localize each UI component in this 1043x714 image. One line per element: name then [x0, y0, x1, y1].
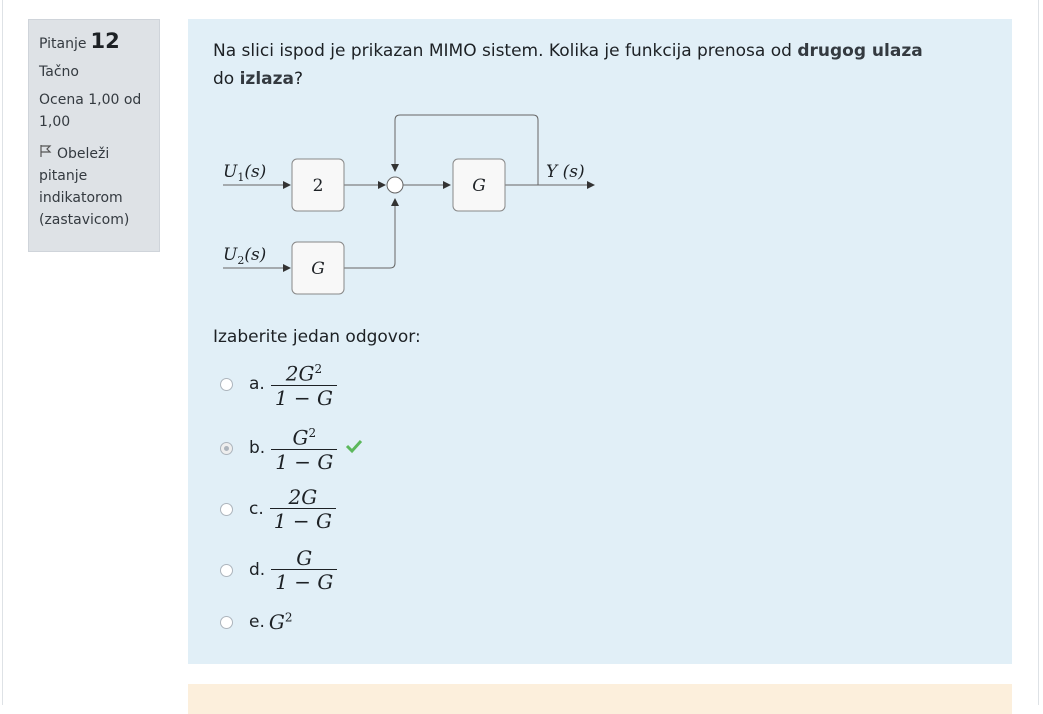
- flag-icon: [39, 143, 53, 165]
- answer-option-b[interactable]: b. G2 1 − G: [220, 422, 363, 474]
- answer-fraction: 2G2 1 − G: [270, 358, 338, 410]
- block-g-lower: [291, 241, 345, 295]
- block-g-lower-label: G: [311, 259, 325, 279]
- block-g-forward: [452, 158, 506, 212]
- answer-fraction: G 1 − G: [271, 547, 338, 594]
- input2-label: U2(s): [223, 245, 266, 267]
- check-icon: [345, 438, 363, 458]
- question-text: Na slici ispod je prikazan MIMO sistem. …: [213, 37, 933, 93]
- answer-prompt: Izaberite jedan odgovor:: [213, 327, 421, 347]
- question-state: Tačno: [39, 64, 79, 80]
- answer-letter: c.: [249, 499, 264, 519]
- radio-c[interactable]: [220, 502, 233, 516]
- flag-label: Obeleži pitanje indikatorom (zastavicom): [39, 146, 130, 228]
- answer-letter: d.: [249, 560, 266, 580]
- answer-option-d[interactable]: d. G 1 − G: [220, 545, 338, 595]
- block-gain-2-label: 2: [313, 176, 324, 196]
- flag-question-link[interactable]: Obeleži pitanje indikatorom (zastavicom): [39, 143, 149, 231]
- answer-fraction: 2G 1 − G: [269, 486, 336, 533]
- next-question-block: [188, 684, 1012, 714]
- question-text-bold1: drugog ulaza: [797, 41, 923, 61]
- answer-fraction: G2 1 − G: [271, 422, 338, 474]
- answer-letter: e.: [249, 612, 265, 632]
- question-content: Na slici ispod je prikazan MIMO sistem. …: [188, 19, 1012, 664]
- question-number: 12: [90, 29, 120, 53]
- radio-b[interactable]: [220, 441, 233, 455]
- answer-option-c[interactable]: c. 2G 1 − G: [220, 484, 336, 534]
- block-gain-2: [291, 158, 345, 212]
- question-text-part3: ?: [294, 69, 304, 89]
- mimo-block-diagram: U1(s) U2(s) 2 G G Y (s): [223, 114, 595, 295]
- output-label: Y (s): [546, 162, 585, 182]
- radio-a[interactable]: [220, 377, 233, 391]
- answer-expression: G2: [268, 610, 293, 634]
- question-text-part1: Na slici ispod je prikazan MIMO sistem. …: [213, 41, 798, 61]
- question-text-part2: do: [213, 69, 240, 89]
- answer-option-a[interactable]: a. 2G2 1 − G: [220, 358, 338, 410]
- summing-junction: [386, 176, 404, 194]
- question-grade: Ocena 1,00 od 1,00: [39, 92, 142, 130]
- answer-letter: b.: [249, 438, 266, 458]
- answer-option-e[interactable]: e. G2: [220, 597, 293, 647]
- question-text-bold2: izlaza: [239, 69, 294, 89]
- block-g-forward-label: G: [472, 176, 486, 196]
- answer-letter: a.: [249, 374, 265, 394]
- input1-label: U1(s): [223, 162, 266, 184]
- radio-e[interactable]: [220, 615, 233, 629]
- radio-d[interactable]: [220, 563, 233, 577]
- question-label: Pitanje: [39, 36, 87, 52]
